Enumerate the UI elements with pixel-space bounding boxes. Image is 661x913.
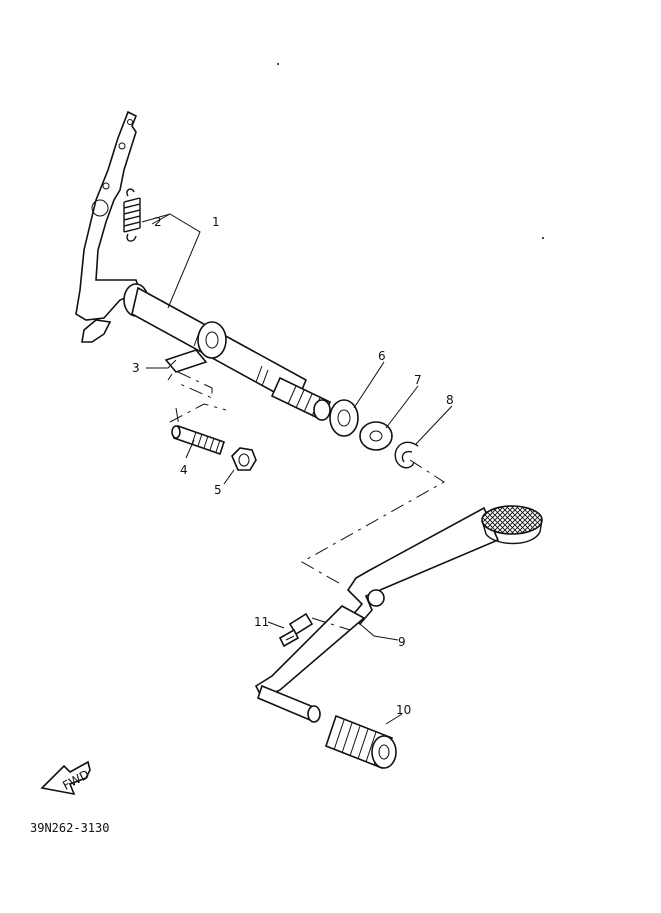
circlip bbox=[394, 441, 419, 469]
part-label-9: 9 bbox=[398, 635, 406, 649]
plain-washer bbox=[359, 421, 393, 451]
part-label-8: 8 bbox=[446, 393, 454, 407]
return-spring bbox=[123, 188, 141, 242]
assembly-lines bbox=[169, 403, 445, 631]
stud-bolt bbox=[171, 424, 226, 456]
part-label-10: 10 bbox=[396, 703, 411, 717]
part-label-2: 2 bbox=[154, 215, 162, 229]
part-label-7: 7 bbox=[414, 373, 422, 387]
part-label-4: 4 bbox=[180, 463, 188, 477]
shift-shaft-assembly bbox=[75, 110, 332, 422]
oil-seal bbox=[329, 399, 359, 437]
rubber-grip bbox=[325, 714, 397, 770]
part-label-3: 3 bbox=[132, 361, 140, 375]
forward-arrow-icon: FWD bbox=[40, 760, 92, 796]
part-label-5: 5 bbox=[214, 483, 222, 497]
pedal-pad bbox=[481, 505, 543, 545]
shift-pedal bbox=[254, 506, 500, 723]
part-label-1: 1 bbox=[212, 215, 220, 229]
pinch-bolt bbox=[278, 612, 314, 648]
part-label-11: 11 bbox=[254, 615, 269, 629]
leader-lines bbox=[141, 213, 453, 725]
hex-nut bbox=[231, 447, 257, 471]
part-label-6: 6 bbox=[378, 349, 386, 363]
diagram-code: 39N262-3130 bbox=[30, 821, 109, 835]
stopper-pin bbox=[164, 349, 213, 399]
